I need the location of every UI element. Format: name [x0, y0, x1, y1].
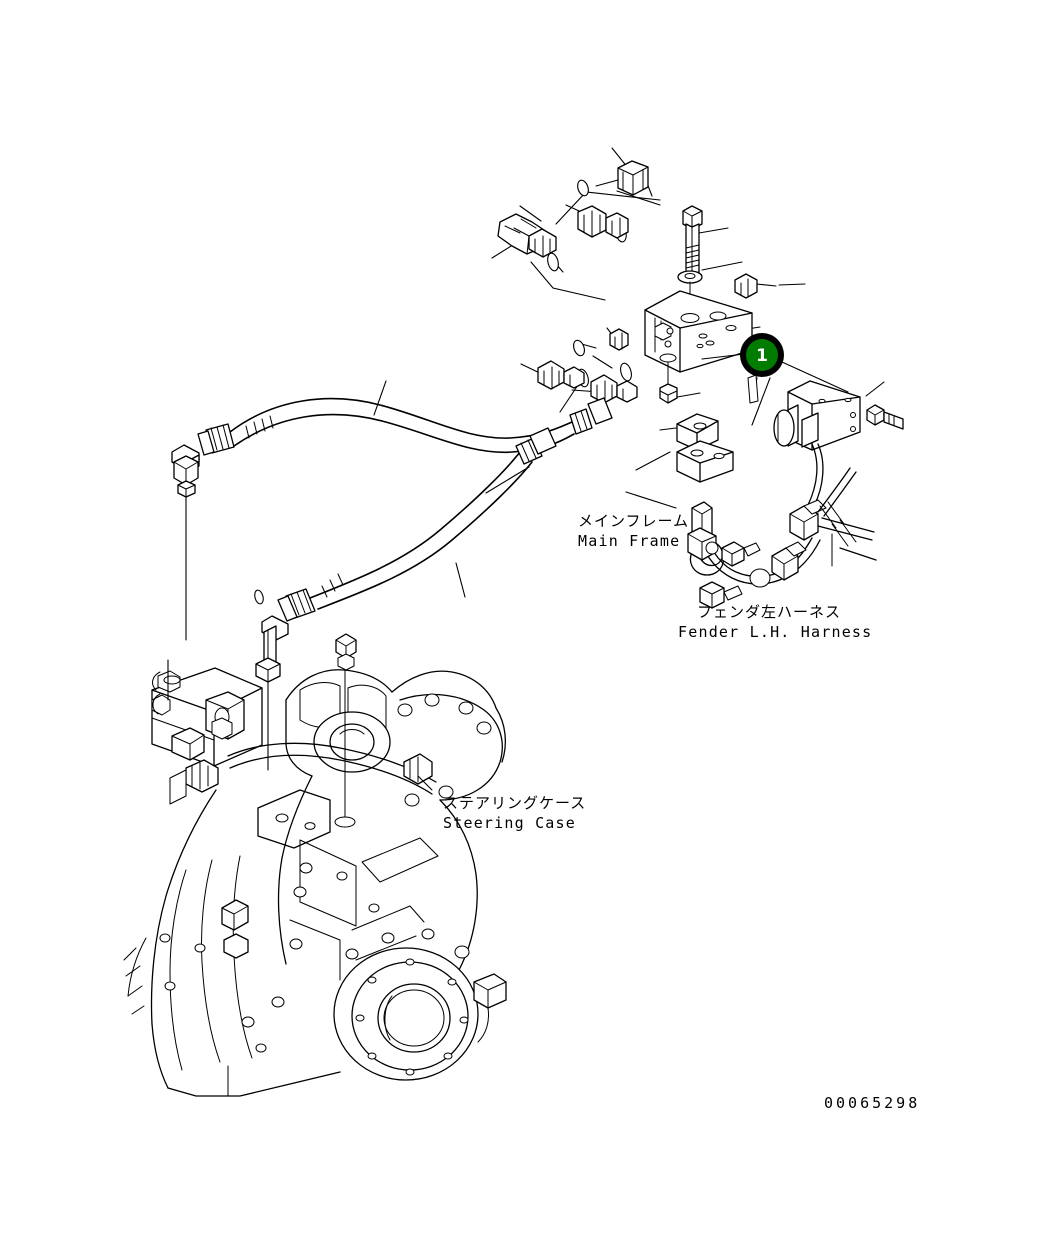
fitting-upper-mid	[577, 205, 629, 239]
fitting-mid-left	[537, 360, 585, 390]
label-fender-lh-harness: フェンダ左ハーネス Fender L.H. Harness	[678, 603, 872, 641]
mounting-block-lower	[676, 440, 734, 483]
fitting-block-right	[734, 273, 758, 299]
label-steering-case-en: Steering Case	[443, 814, 576, 832]
callout-1[interactable]: 1	[740, 333, 784, 377]
case-lower-edge-details	[123, 937, 341, 1097]
bracket-left	[151, 659, 263, 767]
fitting-upper-left	[497, 213, 557, 258]
hydraulic-hose-lower	[277, 427, 557, 622]
fender-lh-harness-assembly	[687, 467, 877, 609]
label-fender-lh-harness-jp: フェンダ左ハーネス	[697, 603, 841, 621]
hex-bolt-top	[682, 205, 703, 276]
valve-block-main	[644, 290, 753, 373]
label-steering-case-jp: ステアリングケース	[443, 794, 586, 812]
leader-steering-case	[417, 775, 433, 791]
callout-1-number: 1	[756, 346, 768, 366]
nut-top	[617, 160, 649, 196]
plug-block-bottom	[659, 353, 678, 404]
callout-1-fill	[746, 339, 778, 371]
solenoid-valve-assembly	[773, 380, 861, 507]
axle-hub-flange	[333, 928, 507, 1081]
label-main-frame-jp: メインフレーム	[578, 512, 689, 530]
leader-lines-hoses	[373, 380, 530, 598]
label-steering-case: ステアリングケース Steering Case	[443, 794, 586, 832]
leader-main-frame	[625, 491, 677, 509]
hex-bolt-right	[866, 404, 904, 430]
steering-case-casting	[150, 633, 507, 1089]
label-fender-lh-harness-en: Fender L.H. Harness	[678, 623, 872, 641]
elbow-fitting-lower-left	[255, 615, 289, 683]
fitting-mid-right	[590, 374, 638, 404]
label-main-frame: メインフレーム Main Frame	[578, 512, 689, 550]
washer-top	[677, 270, 703, 284]
drawing-number: 00065298	[824, 1094, 920, 1112]
leader-tips	[254, 179, 632, 605]
fitting-block-left-lower	[609, 328, 629, 351]
elbow-fitting-left	[171, 444, 200, 498]
label-main-frame-en: Main Frame	[578, 532, 680, 550]
